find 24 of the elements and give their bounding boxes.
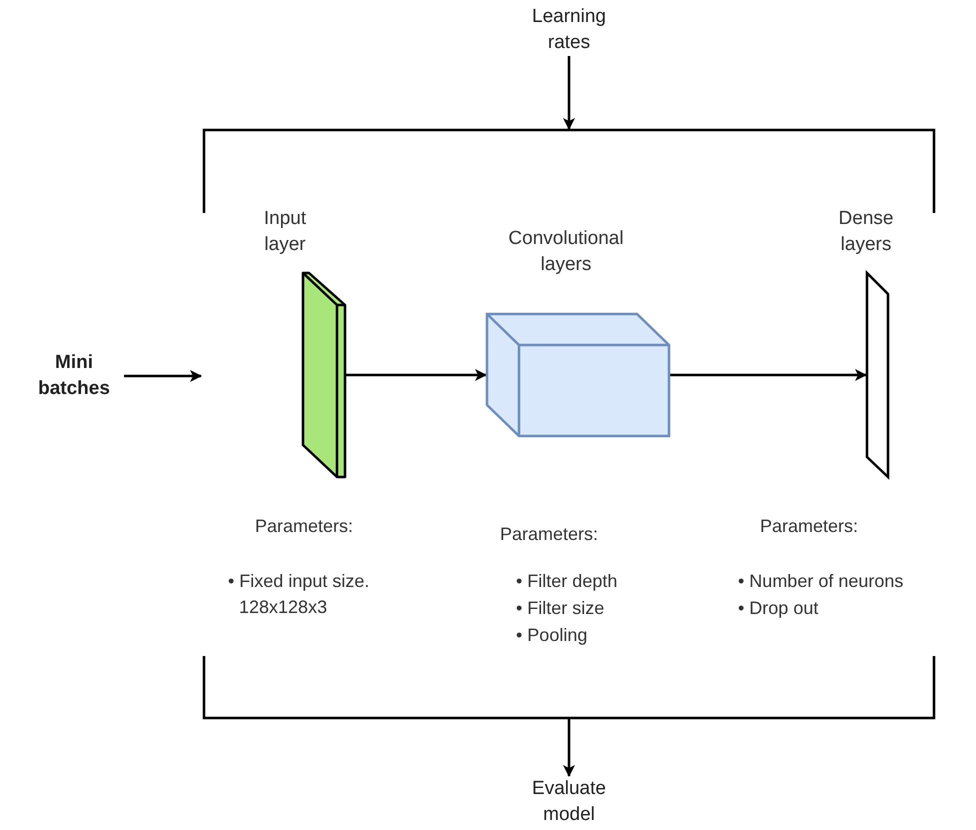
parameter-item: • Fixed input size. 128x128x3 (227, 570, 370, 619)
input-layer-slab (302, 272, 346, 478)
parameter-item: • Pooling (515, 624, 588, 647)
parameter-item: • Filter depth (515, 570, 618, 593)
bracket (203, 656, 935, 719)
layer-heading: Input layer (262, 207, 308, 257)
arrow (670, 369, 867, 381)
layer-heading: Dense layers (838, 207, 894, 257)
parameters-heading: Parameters: (254, 515, 354, 538)
dense-layer-panel (866, 272, 890, 478)
arrow (563, 719, 575, 777)
layer-heading: Convolutional layers (507, 227, 625, 277)
node-label: Evaluate model (509, 776, 629, 828)
parameters-heading: Parameters: (759, 515, 860, 538)
node-label: Learning rates (509, 4, 629, 56)
parameter-item: • Drop out (737, 597, 820, 620)
arrow (346, 369, 487, 381)
parameter-item: • Filter size (515, 597, 606, 620)
convolution-cube (486, 313, 670, 437)
node-label: Mini batches (24, 350, 124, 402)
arrow (124, 370, 202, 382)
arrow (563, 56, 575, 130)
parameter-item: • Number of neurons (737, 570, 904, 593)
parameters-heading: Parameters: (500, 523, 600, 546)
